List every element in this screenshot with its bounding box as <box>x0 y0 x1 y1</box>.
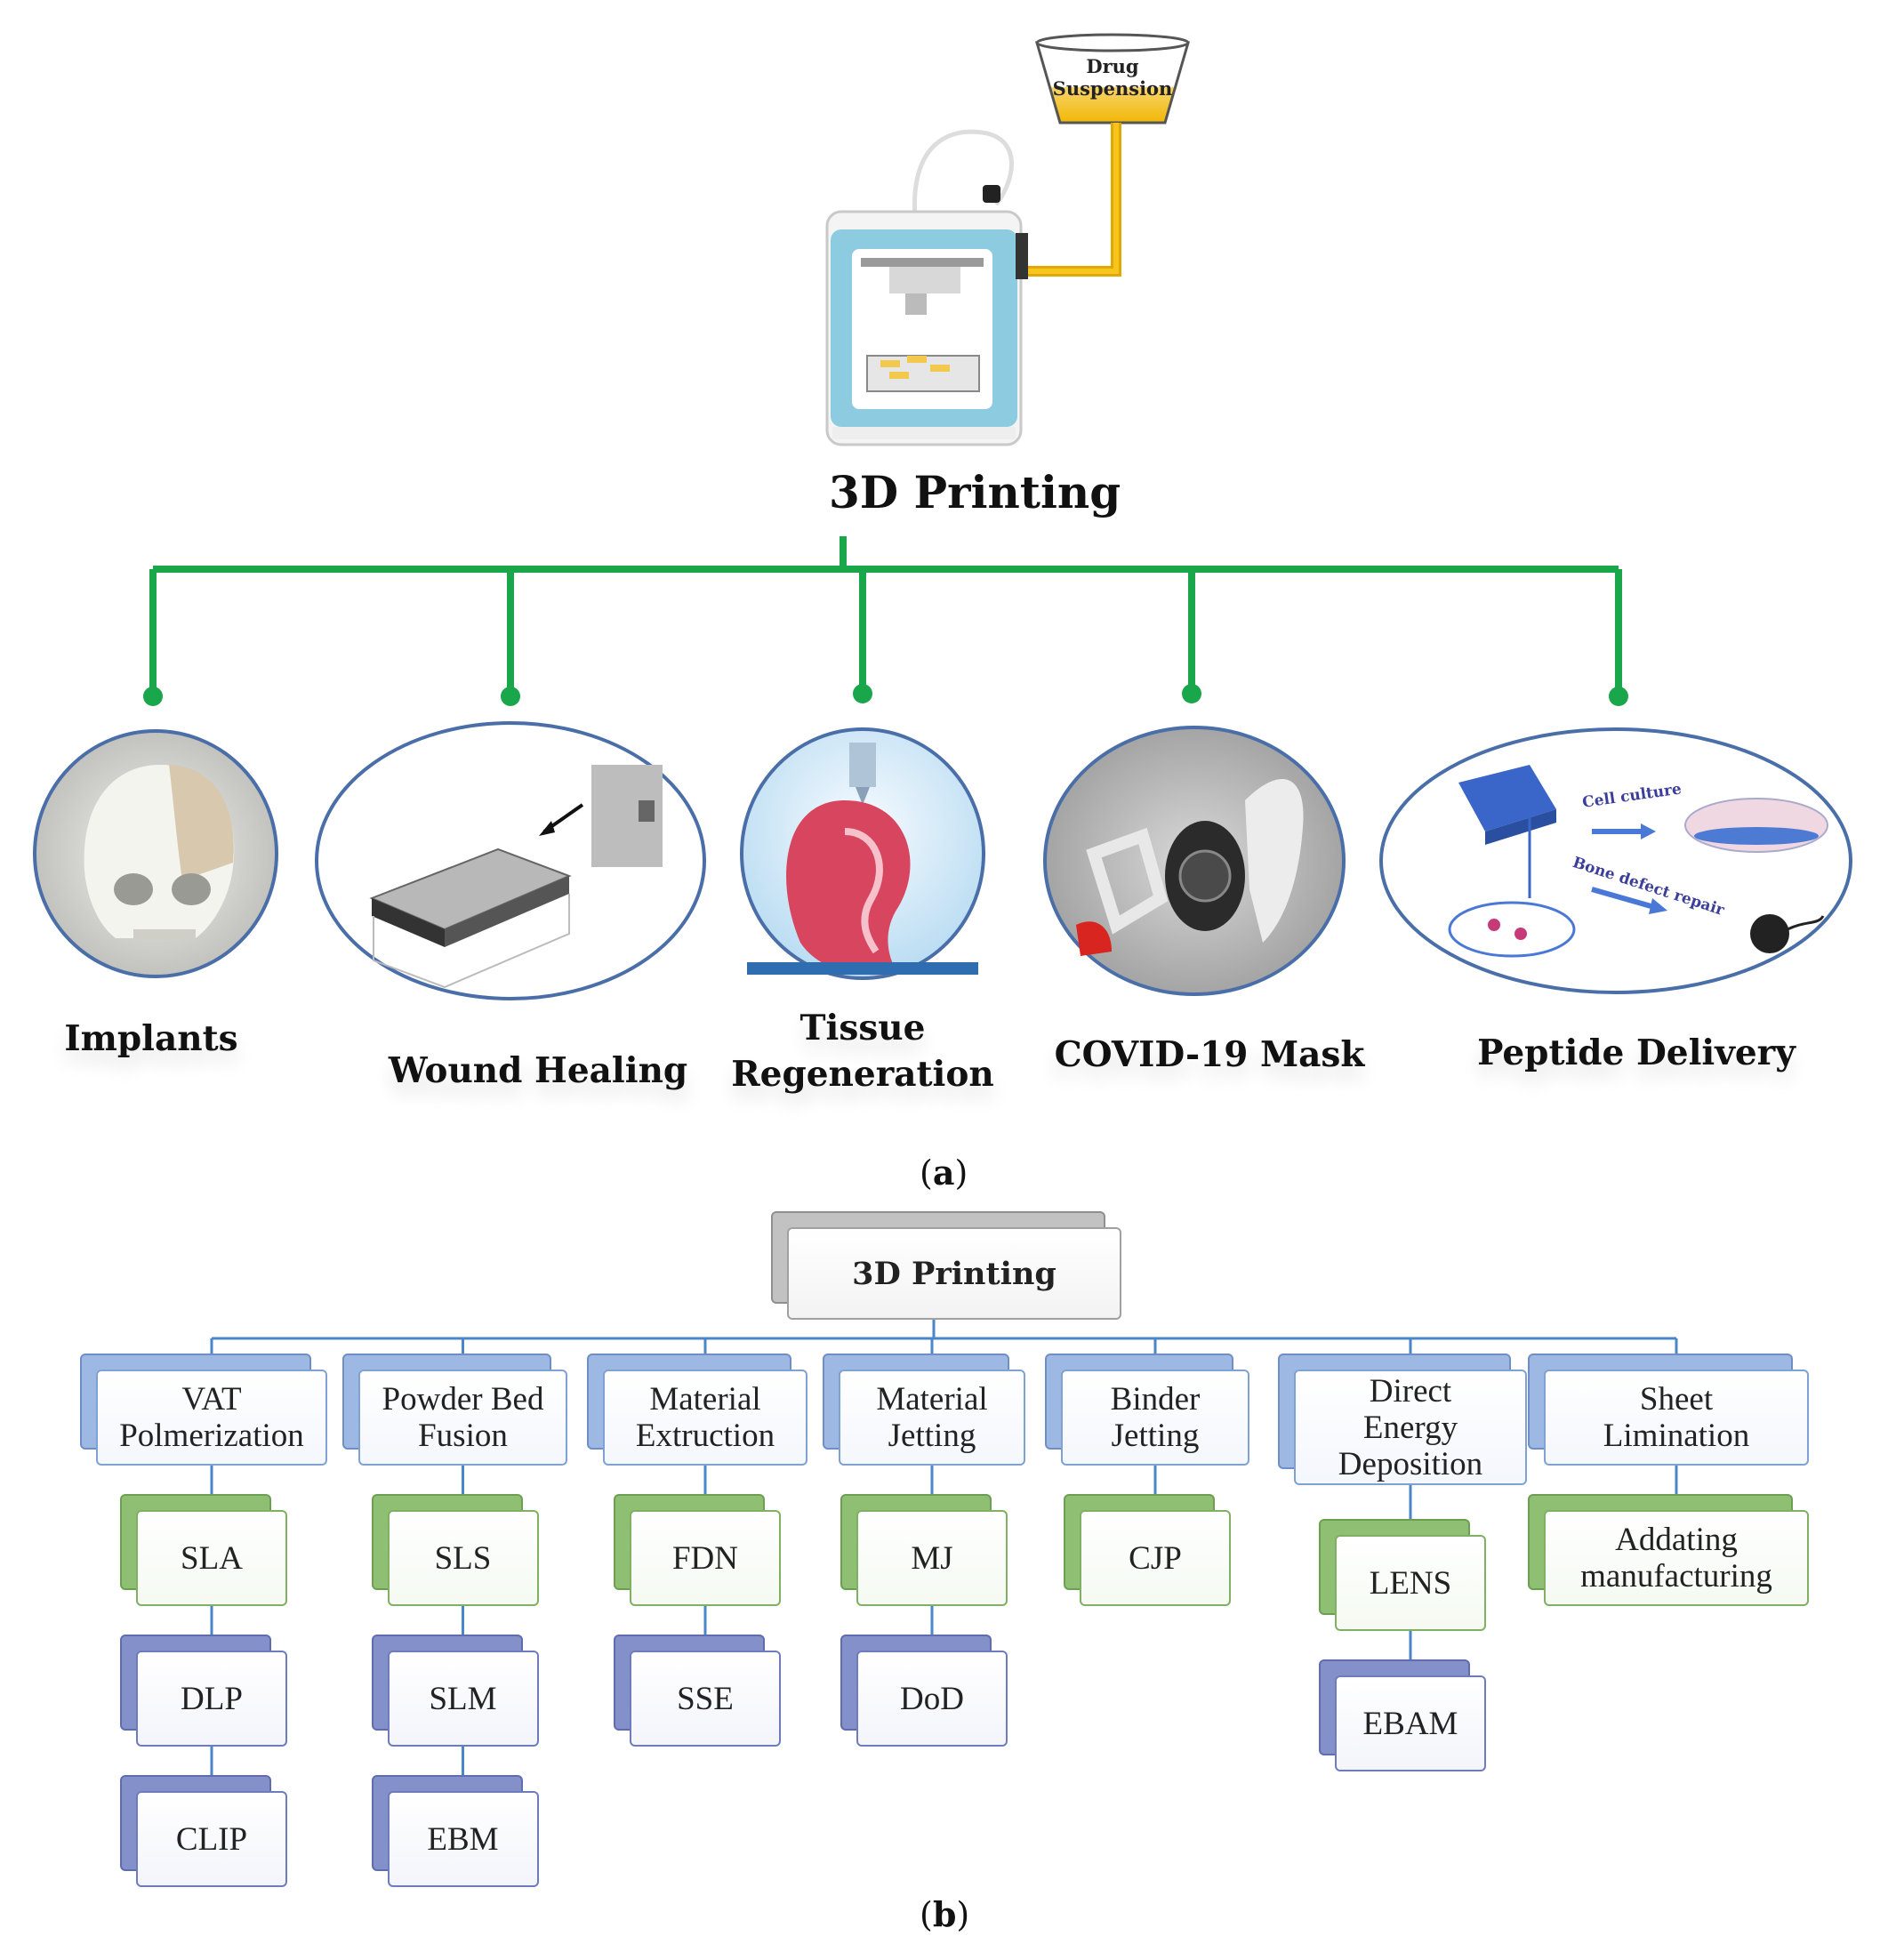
card-label: LENS <box>1335 1535 1486 1631</box>
card-label: EBM <box>387 1791 539 1887</box>
technique-node: LENS <box>1319 1519 1486 1631</box>
category-node: Powder Bed Fusion <box>342 1354 567 1466</box>
card-label: Material Extruction <box>603 1370 807 1466</box>
technique-node: SLS <box>371 1494 539 1606</box>
drug-hopper <box>1023 33 1190 277</box>
root-node: 3D Printing <box>771 1211 1121 1320</box>
category-node: Sheet Limination <box>1528 1354 1809 1466</box>
peptide-delivery-image <box>1379 727 1852 994</box>
covid-mask-label: COVID-19 Mask <box>1054 1034 1365 1075</box>
card-label: SSE <box>630 1651 781 1747</box>
wound-healing-label: Wound Healing <box>388 1050 688 1091</box>
card-label: Addating manufacturing <box>1544 1510 1809 1606</box>
tissue-regeneration-label: Tissue Regeneration <box>731 1008 994 1095</box>
technique-node: MJ <box>840 1494 1008 1606</box>
technique-node: DoD <box>840 1635 1008 1747</box>
card-label: CLIP <box>136 1791 287 1887</box>
caption-b: (b) <box>920 1894 970 1934</box>
category-node: Material Jetting <box>823 1354 1025 1466</box>
technique-node: SSE <box>614 1635 781 1747</box>
card-label: SLM <box>387 1651 539 1747</box>
technique-node: EBM <box>371 1775 539 1887</box>
category-node: VAT Polmerization <box>80 1354 327 1466</box>
card-label: VAT Polmerization <box>96 1370 327 1466</box>
technique-node: SLA <box>120 1494 287 1606</box>
technique-node: DLP <box>120 1635 287 1747</box>
category-node: Material Extruction <box>587 1354 807 1466</box>
panel-a-title: 3D Printing <box>829 466 1121 518</box>
implants-image <box>33 729 278 978</box>
covid-mask-image <box>1043 726 1346 996</box>
technique-node: SLM <box>371 1635 539 1747</box>
technique-node: CJP <box>1064 1494 1231 1606</box>
card-label: DLP <box>136 1651 287 1747</box>
technique-node: Addating manufacturing <box>1528 1494 1809 1606</box>
card-label: Direct Energy Deposition <box>1294 1370 1527 1485</box>
card-label: MJ <box>856 1510 1008 1606</box>
card-label: Powder Bed Fusion <box>358 1370 567 1466</box>
connector-dots <box>143 684 1628 706</box>
card-label: SLS <box>387 1510 539 1606</box>
printer-icon <box>825 129 1028 446</box>
category-node: Binder Jetting <box>1045 1354 1249 1466</box>
card-label: EBAM <box>1335 1675 1486 1771</box>
peptide-delivery-label: Peptide Delivery <box>1477 1032 1796 1073</box>
card-label: CJP <box>1080 1510 1231 1606</box>
technique-node: CLIP <box>120 1775 287 1887</box>
card-label: Material Jetting <box>839 1370 1025 1466</box>
category-node: Direct Energy Deposition <box>1278 1354 1527 1485</box>
card-label: SLA <box>136 1510 287 1606</box>
card-label: 3D Printing <box>787 1227 1121 1320</box>
tree-connectors <box>149 536 1622 694</box>
card-label: FDN <box>630 1510 781 1606</box>
tissue-regeneration-image <box>740 727 985 980</box>
caption-a: (a) <box>920 1153 968 1193</box>
card-label: Binder Jetting <box>1061 1370 1249 1466</box>
wound-healing-image <box>315 721 706 1000</box>
card-label: Sheet Limination <box>1544 1370 1809 1466</box>
drug-suspension-label: Drug Suspension <box>1052 55 1173 100</box>
technique-node: EBAM <box>1319 1659 1486 1771</box>
technique-node: FDN <box>614 1494 781 1606</box>
implants-label: Implants <box>64 1018 238 1059</box>
card-label: DoD <box>856 1651 1008 1747</box>
